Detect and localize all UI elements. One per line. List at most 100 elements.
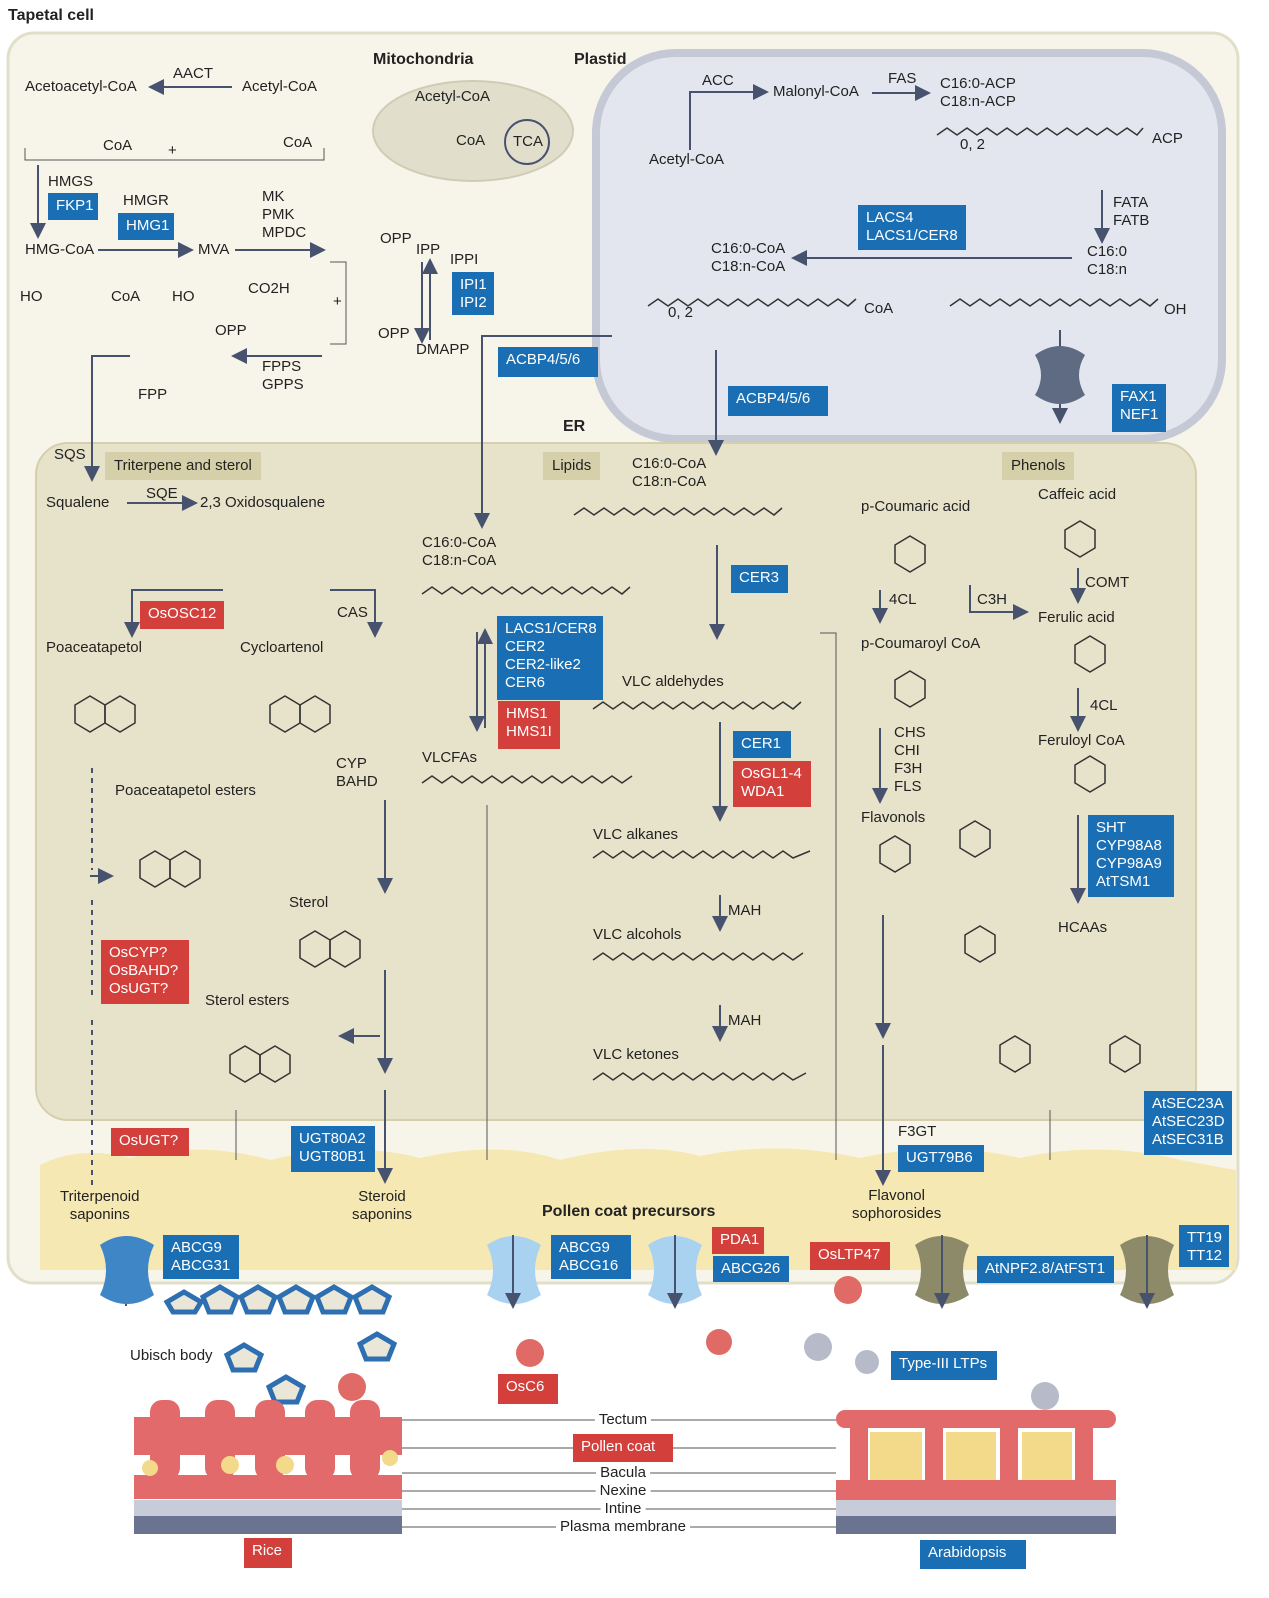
poaceatapetol-esters: Poaceatapetol esters bbox=[115, 782, 256, 799]
wall-layer-label: Bacula bbox=[596, 1464, 650, 1482]
comt: COMT bbox=[1085, 574, 1130, 591]
gene-acbp-b: ACBP4/5/6 bbox=[728, 386, 828, 416]
wall-layer-label: Nexine bbox=[595, 1482, 651, 1500]
mitochondrion-shape bbox=[372, 80, 574, 182]
oh: OH bbox=[1164, 301, 1187, 318]
sterol-esters: Sterol esters bbox=[205, 992, 290, 1009]
gene-osc6: OsC6 bbox=[498, 1374, 558, 1404]
ippi: IPPI bbox=[450, 251, 479, 268]
triterpenoid-saponins: Triterpenoid saponins bbox=[60, 1188, 140, 1223]
mitochondria-label: Mitochondria bbox=[373, 51, 474, 68]
section-lipids: Lipids bbox=[543, 452, 601, 480]
gene-ugt80: UGT80A2 UGT80B1 bbox=[291, 1126, 375, 1172]
hcaas: HCAAs bbox=[1058, 919, 1108, 936]
poaceatapetol: Poaceatapetol bbox=[46, 639, 142, 656]
fas: FAS bbox=[888, 70, 917, 87]
plastid-label: Plastid bbox=[574, 51, 627, 68]
free-fatty-acids: C16:0 C18:n bbox=[1087, 243, 1128, 278]
tca-cycle-icon bbox=[504, 119, 550, 165]
acetoacetyl-coa: Acetoacetyl-CoA bbox=[25, 78, 137, 95]
plastid-acyl-coa: C16:0-CoA C18:n-CoA bbox=[711, 240, 786, 275]
gene-ososc12: OsOSC12 bbox=[140, 601, 224, 629]
gene-atnpf: AtNPF2.8/AtFST1 bbox=[977, 1256, 1114, 1283]
acetyl-coa: Acetyl-CoA bbox=[242, 78, 318, 95]
hmg-coa: HMG-CoA bbox=[25, 241, 95, 258]
coa: CoA bbox=[456, 132, 486, 149]
ho: HO bbox=[20, 288, 43, 305]
gene-cer1: CER1 bbox=[733, 731, 791, 758]
fatty-acid-chains bbox=[421, 127, 1159, 1081]
steroid-saponins: Steroid saponins bbox=[352, 1188, 413, 1223]
er-label: ER bbox=[563, 418, 586, 435]
tca: TCA bbox=[513, 133, 543, 150]
mk-pmk-mpdc: MK PMK MPDC bbox=[262, 188, 307, 241]
arabidopsis-pollen-wall bbox=[836, 1410, 1116, 1534]
gene-osugt: OsUGT? bbox=[111, 1128, 189, 1156]
opp: OPP bbox=[215, 322, 247, 339]
chs-chi-f3h-fls: CHS CHI F3H FLS bbox=[894, 724, 926, 795]
oxidosqualene: 2,3 Oxidosqualene bbox=[200, 494, 326, 511]
fpps-gpps: FPPS GPPS bbox=[262, 358, 304, 393]
gene-cer3: CER3 bbox=[731, 565, 788, 593]
bracket-lines bbox=[24, 148, 1051, 1160]
gene-osltp47: OsLTP47 bbox=[810, 1242, 890, 1270]
hmgs: HMGS bbox=[48, 173, 93, 190]
fata-fatb: FATA FATB bbox=[1113, 194, 1150, 229]
feruloyl-coa: Feruloyl CoA bbox=[1038, 732, 1125, 749]
mah: MAH bbox=[728, 1012, 762, 1029]
gene-ugt79b6: UGT79B6 bbox=[898, 1145, 984, 1172]
vlc-ketones: VLC ketones bbox=[593, 1046, 679, 1063]
wall-layer-label: Tectum bbox=[594, 1411, 652, 1429]
ubisch-bodies bbox=[163, 1284, 398, 1405]
vlc-alkanes: VLC alkanes bbox=[593, 826, 679, 843]
section-triterpene-sterol: Triterpene and sterol bbox=[105, 452, 261, 480]
gene-ipi: IPI1 IPI2 bbox=[452, 272, 494, 315]
gene-hmg1: HMG1 bbox=[118, 213, 174, 240]
gene-hms1: HMS1 HMS1I bbox=[498, 701, 560, 749]
ubisch-body-label: Ubisch body bbox=[130, 1347, 213, 1364]
transport-arrows bbox=[505, 1235, 1155, 1309]
gene-tt19-tt12: TT19 TT12 bbox=[1179, 1225, 1229, 1267]
ring-structures bbox=[74, 520, 1141, 1083]
coa: CoA bbox=[103, 137, 133, 154]
gene-fkp1: FKP1 bbox=[48, 193, 98, 220]
4cl: 4CL bbox=[889, 591, 917, 608]
opp: OPP bbox=[378, 325, 410, 342]
flavonols: Flavonols bbox=[861, 809, 926, 826]
acyl-acp: C16:0-ACP C18:n-ACP bbox=[940, 75, 1016, 110]
gene-lacs4: LACS4 LACS1/CER8 bbox=[858, 205, 966, 250]
vlcfas: VLCFAs bbox=[422, 749, 478, 766]
vlc-aldehydes: VLC aldehydes bbox=[622, 673, 724, 690]
hmgr: HMGR bbox=[123, 192, 169, 209]
er-acyl-coa: C16:0-CoA C18:n-CoA bbox=[632, 455, 707, 490]
gene-abcg26: ABCG26 bbox=[713, 1256, 789, 1282]
gene-lacs1-cer: LACS1/CER8 CER2 CER2-like2 CER6 bbox=[497, 616, 603, 700]
acp: ACP bbox=[1152, 130, 1183, 147]
cas: CAS bbox=[337, 604, 368, 621]
aact: AACT bbox=[173, 65, 214, 82]
gene-pda1: PDA1 bbox=[712, 1227, 764, 1254]
gene-abcg9-abcg16: ABCG9 ABCG16 bbox=[551, 1235, 631, 1279]
squalene: Squalene bbox=[46, 494, 110, 511]
acc: ACC bbox=[702, 72, 734, 89]
p-coumaroyl-coa: p-Coumaroyl CoA bbox=[861, 635, 981, 652]
wall-layer-label: Plasma membrane bbox=[556, 1518, 690, 1536]
mva: MVA bbox=[198, 241, 230, 258]
gene-atsec: AtSEC23A AtSEC23D AtSEC31B bbox=[1144, 1091, 1232, 1155]
ltp-proteins bbox=[338, 1276, 1059, 1410]
sqe: SQE bbox=[146, 485, 178, 502]
gene-sht: SHT CYP98A8 CYP98A9 AtTSM1 bbox=[1088, 815, 1174, 897]
coa: CoA bbox=[864, 300, 894, 317]
title: Tapetal cell bbox=[8, 7, 94, 24]
plus: + bbox=[168, 142, 177, 159]
flavonol-sophorosides: Flavonol sophorosides bbox=[852, 1187, 942, 1222]
coa: CoA bbox=[283, 134, 313, 151]
sqs: SQS bbox=[54, 446, 86, 463]
sterol: Sterol bbox=[289, 894, 329, 911]
c3h: C3H bbox=[977, 591, 1008, 608]
mito-acetyl-coa: Acetyl-CoA bbox=[415, 88, 491, 105]
gene-abcg9-abcg31: ABCG9 ABCG31 bbox=[163, 1235, 239, 1279]
wall-layer-label: Intine bbox=[600, 1500, 646, 1518]
